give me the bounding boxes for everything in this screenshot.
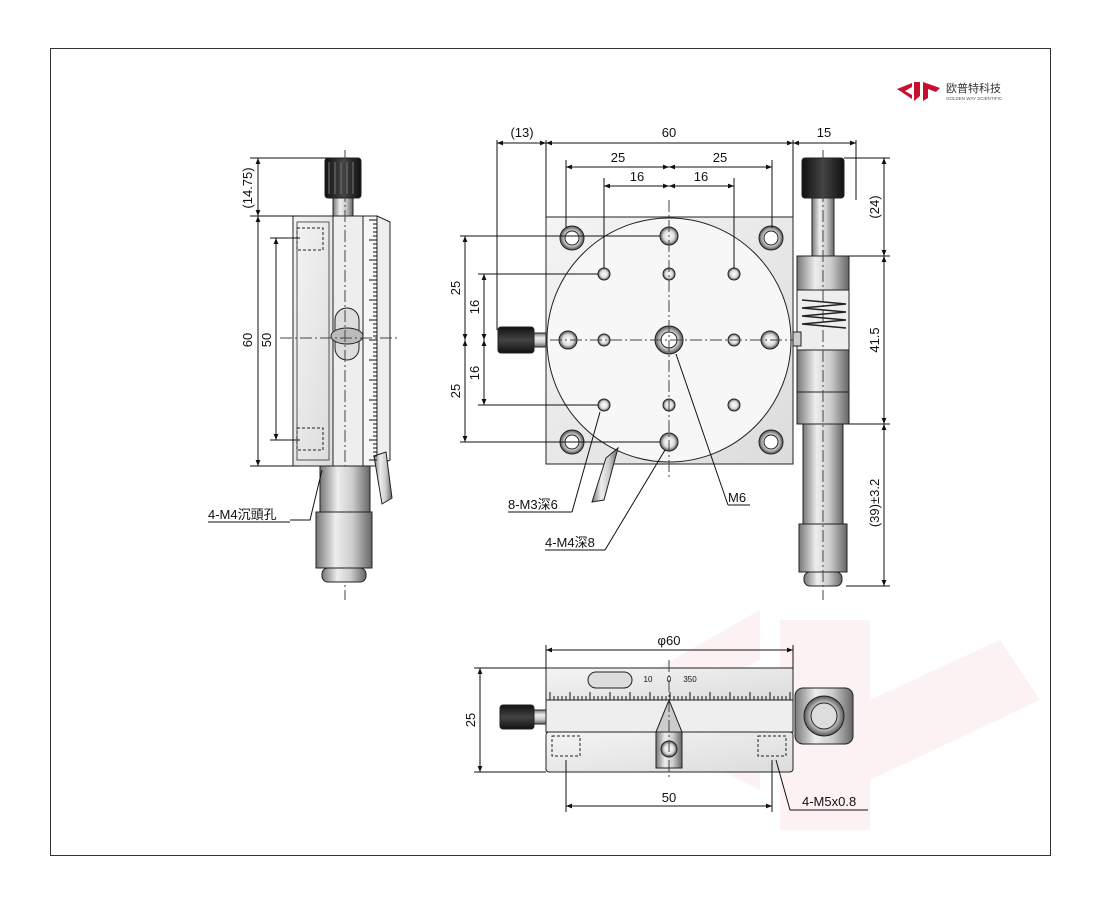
side-dimensions — [208, 157, 330, 523]
spring — [801, 299, 847, 329]
front-callout-m5: 4-M5x0.8 — [802, 794, 856, 809]
top-dim-right-top: (24) — [867, 195, 882, 218]
front-dimensions — [474, 645, 868, 812]
top-dim-right-mid: 41.5 — [867, 327, 882, 352]
side-scale — [369, 219, 377, 461]
brand-name-cn: 欧普特科技 — [946, 81, 1001, 95]
top-dim-right-offset: 15 — [817, 125, 831, 140]
top-dim-quarter-right: 16 — [694, 169, 708, 184]
front-dim-diameter: φ60 — [658, 633, 681, 648]
top-dim-left-offset: (13) — [510, 125, 533, 140]
scale-label-10: 10 — [644, 675, 653, 684]
top-callout-m4: 4-M4深8 — [545, 535, 595, 550]
top-dim-right-bottom: (39)±3.2 — [867, 479, 882, 527]
side-dim-top: (14.75) — [240, 167, 255, 208]
front-scale — [549, 692, 791, 700]
side-knob — [324, 157, 362, 199]
drawing-frame — [50, 48, 1051, 856]
front-dim-height: 25 — [463, 713, 478, 727]
top-view — [497, 150, 850, 600]
top-dim-half-right: 25 — [713, 150, 727, 165]
top-dim-width: 60 — [662, 125, 676, 140]
top-dimensions — [460, 140, 890, 587]
side-dim-height: 60 — [240, 333, 255, 347]
top-dim-v-25-top: 25 — [448, 281, 463, 295]
side-callout: 4-M4沉頭孔 — [208, 507, 277, 522]
side-view — [280, 150, 400, 600]
top-dim-v-25-bottom: 25 — [448, 384, 463, 398]
front-dim-base: 50 — [662, 790, 676, 805]
top-dim-half-left: 25 — [611, 150, 625, 165]
top-dim-v-16-top: 16 — [467, 300, 482, 314]
scale-label-0: 0 — [667, 675, 672, 684]
brand-name-en: GOLDEN WAY SCIENTIFIC — [946, 96, 1003, 101]
top-callout-m6: M6 — [728, 490, 746, 505]
top-callout-m3: 8-M3深6 — [508, 497, 558, 512]
scale-label-350: 350 — [683, 675, 697, 684]
top-dim-quarter-left: 16 — [630, 169, 644, 184]
side-dim-inner: 50 — [259, 333, 274, 347]
top-dim-v-16-bottom: 16 — [467, 366, 482, 380]
brand-logo — [897, 82, 940, 101]
